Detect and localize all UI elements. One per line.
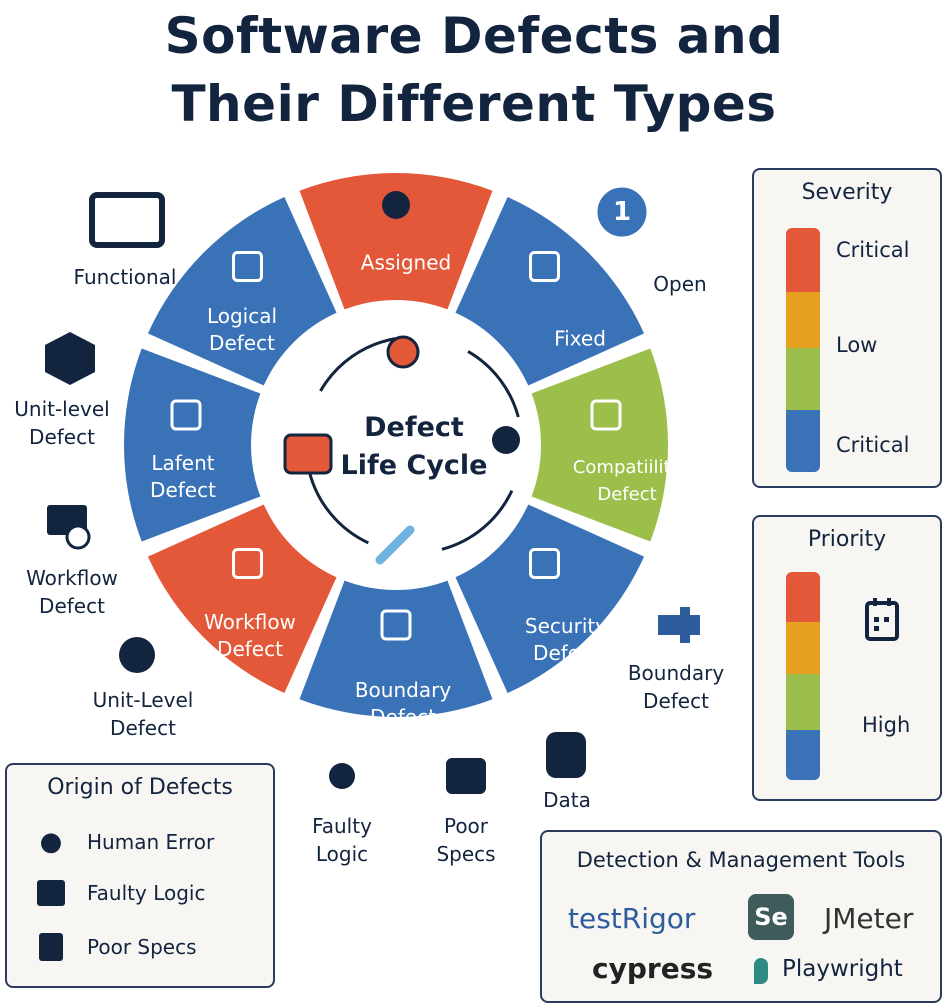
origin-item: Faulty Logic bbox=[37, 880, 205, 906]
ring-segment bbox=[455, 196, 645, 386]
person-icon: ● bbox=[39, 827, 63, 857]
label-functional: Functional bbox=[73, 265, 177, 289]
scale-red bbox=[786, 572, 820, 622]
ring-segment bbox=[299, 580, 493, 717]
open-badge-number: 1 bbox=[612, 197, 632, 227]
label-open: Open bbox=[653, 272, 707, 296]
wrench-icon bbox=[375, 525, 415, 565]
playwright-logo: Playwright bbox=[782, 956, 903, 982]
priority-panel: Priority High bbox=[752, 515, 942, 801]
severity-scale bbox=[786, 228, 820, 472]
cube-icon bbox=[45, 332, 95, 385]
scale-green bbox=[786, 674, 820, 730]
cypress-logo: cypress bbox=[592, 952, 714, 985]
folder-icon bbox=[37, 880, 65, 906]
cube-icon bbox=[170, 399, 202, 431]
document-icon bbox=[232, 251, 264, 283]
origin-item: ●Human Error bbox=[37, 827, 215, 857]
database-icon bbox=[380, 609, 412, 641]
ring-segment bbox=[299, 173, 493, 310]
scale-orange bbox=[786, 622, 820, 674]
origin-item: Poor Specs bbox=[37, 933, 197, 961]
document-icon bbox=[39, 933, 63, 961]
scale-red bbox=[786, 228, 820, 292]
puzzle-icon bbox=[658, 607, 700, 643]
calendar-icon bbox=[865, 598, 899, 641]
ladybug-icon bbox=[283, 433, 333, 475]
tools-title: Detection & Management Tools bbox=[576, 848, 906, 872]
open-badge-icon bbox=[594, 184, 650, 240]
x-circle-icon bbox=[65, 524, 91, 550]
priority-title: Priority bbox=[807, 527, 887, 552]
severity-level: Critical bbox=[836, 433, 910, 457]
cycle-arrow bbox=[441, 490, 514, 551]
segment-fixed: Fixed bbox=[554, 326, 606, 351]
bug-icon bbox=[329, 763, 355, 789]
list-block-icon bbox=[232, 547, 264, 579]
cycle-arrow bbox=[467, 350, 520, 418]
playwright-icon bbox=[754, 958, 768, 984]
tools-panel: Detection & Management Tools testRigor S… bbox=[540, 830, 942, 1003]
selenium-logo: Se bbox=[748, 894, 794, 940]
severity-level: Low bbox=[836, 333, 878, 357]
severity-panel: Severity Critical Low Critical bbox=[752, 168, 942, 488]
cycle-arrow bbox=[308, 472, 369, 545]
scale-blue bbox=[786, 730, 820, 780]
terminal-icon bbox=[89, 192, 165, 248]
ring-segment bbox=[455, 504, 645, 694]
ring-segment bbox=[531, 348, 669, 542]
bug-icon bbox=[492, 426, 520, 454]
database-icon bbox=[546, 732, 586, 778]
magnifier-icon bbox=[528, 251, 560, 283]
ring-segment bbox=[123, 348, 261, 542]
bug-x-icon bbox=[382, 191, 410, 219]
testrigor-logo: testRigor bbox=[568, 902, 696, 935]
cycle-arrow bbox=[319, 337, 396, 392]
label-data: Data bbox=[543, 788, 591, 812]
origin-title: Origin of Defects bbox=[47, 775, 233, 800]
ring-segment bbox=[147, 196, 337, 386]
severity-title: Severity bbox=[801, 180, 893, 205]
list-icon bbox=[446, 758, 486, 794]
x-circle-icon bbox=[119, 637, 155, 673]
severity-level: Critical bbox=[836, 238, 910, 262]
shield-icon bbox=[528, 547, 560, 579]
origin-panel: Origin of Defects ●Human Error Faulty Lo… bbox=[5, 763, 275, 988]
scale-blue bbox=[786, 410, 820, 472]
priority-level: High bbox=[862, 713, 911, 737]
scale-green bbox=[786, 348, 820, 410]
bug-clock-icon bbox=[386, 335, 420, 369]
scale-orange bbox=[786, 292, 820, 348]
priority-scale bbox=[786, 572, 820, 780]
segment-assigned: Assigned bbox=[360, 250, 452, 275]
crosshair-icon bbox=[590, 399, 622, 431]
ring-segment bbox=[147, 504, 337, 694]
jmeter-logo: JMeter bbox=[824, 902, 914, 935]
